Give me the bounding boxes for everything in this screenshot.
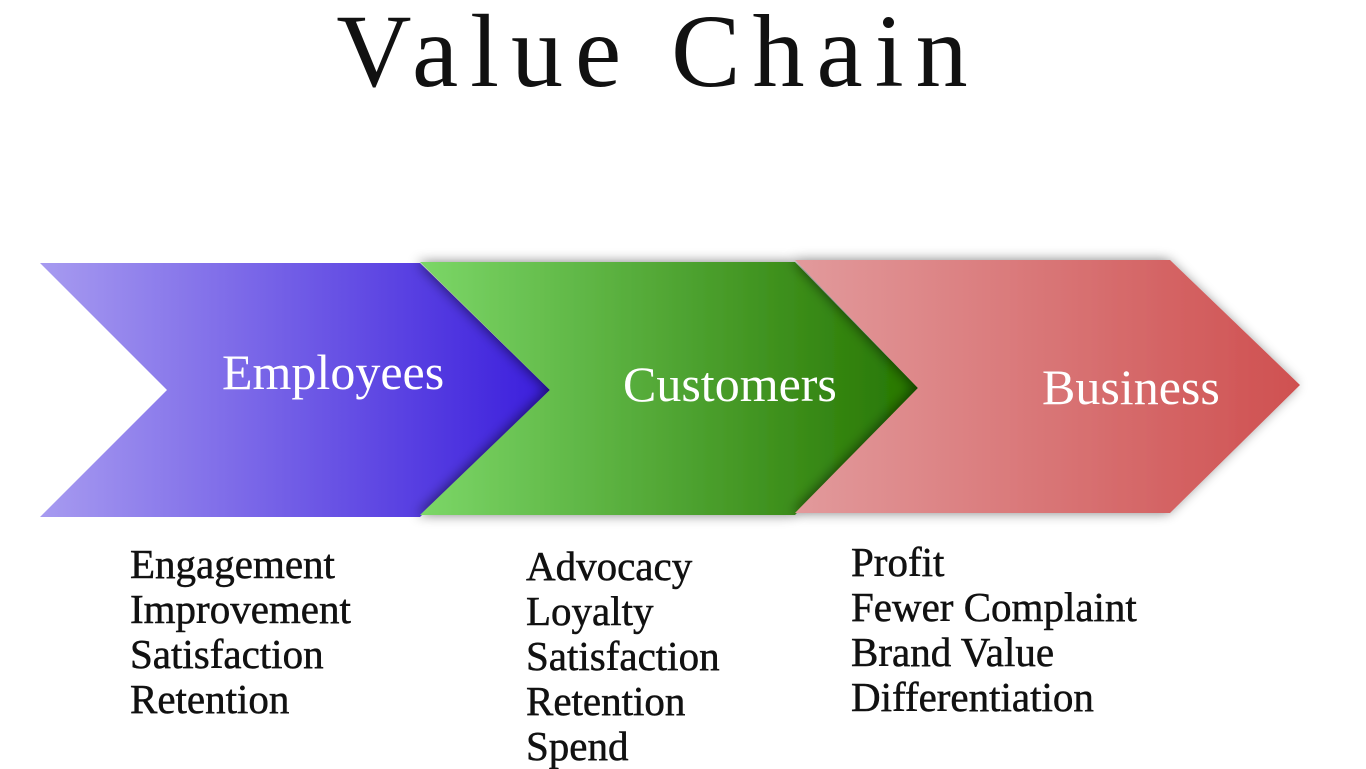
list-item: Profit xyxy=(851,539,945,585)
list-item: Satisfaction xyxy=(130,631,324,677)
diagram-title: Value Chain xyxy=(336,0,980,109)
list-item: Advocacy xyxy=(526,543,693,589)
employees-label: Employees xyxy=(222,344,444,400)
list-item: Spend xyxy=(526,723,629,769)
business-arrow xyxy=(795,260,1300,513)
customers-label: Customers xyxy=(623,356,837,412)
customers-arrow xyxy=(420,262,918,515)
list-item: Engagement xyxy=(130,541,335,587)
list-item: Retention xyxy=(526,678,686,724)
list-item: Fewer Complaint xyxy=(851,584,1137,630)
employees-arrow xyxy=(40,263,550,517)
employees-outcomes-list: Engagement Improvement Satisfaction Rete… xyxy=(130,541,351,722)
customers-outcomes-list: Advocacy Loyalty Satisfaction Retention … xyxy=(526,543,720,769)
list-item: Satisfaction xyxy=(526,633,720,679)
list-item: Brand Value xyxy=(851,629,1055,675)
list-item: Improvement xyxy=(130,586,351,632)
business-label: Business xyxy=(1042,359,1220,415)
list-item: Differentiation xyxy=(851,674,1094,720)
list-item: Retention xyxy=(130,676,290,722)
business-outcomes-list: Profit Fewer Complaint Brand Value Diffe… xyxy=(851,539,1137,720)
list-item: Loyalty xyxy=(526,588,654,634)
